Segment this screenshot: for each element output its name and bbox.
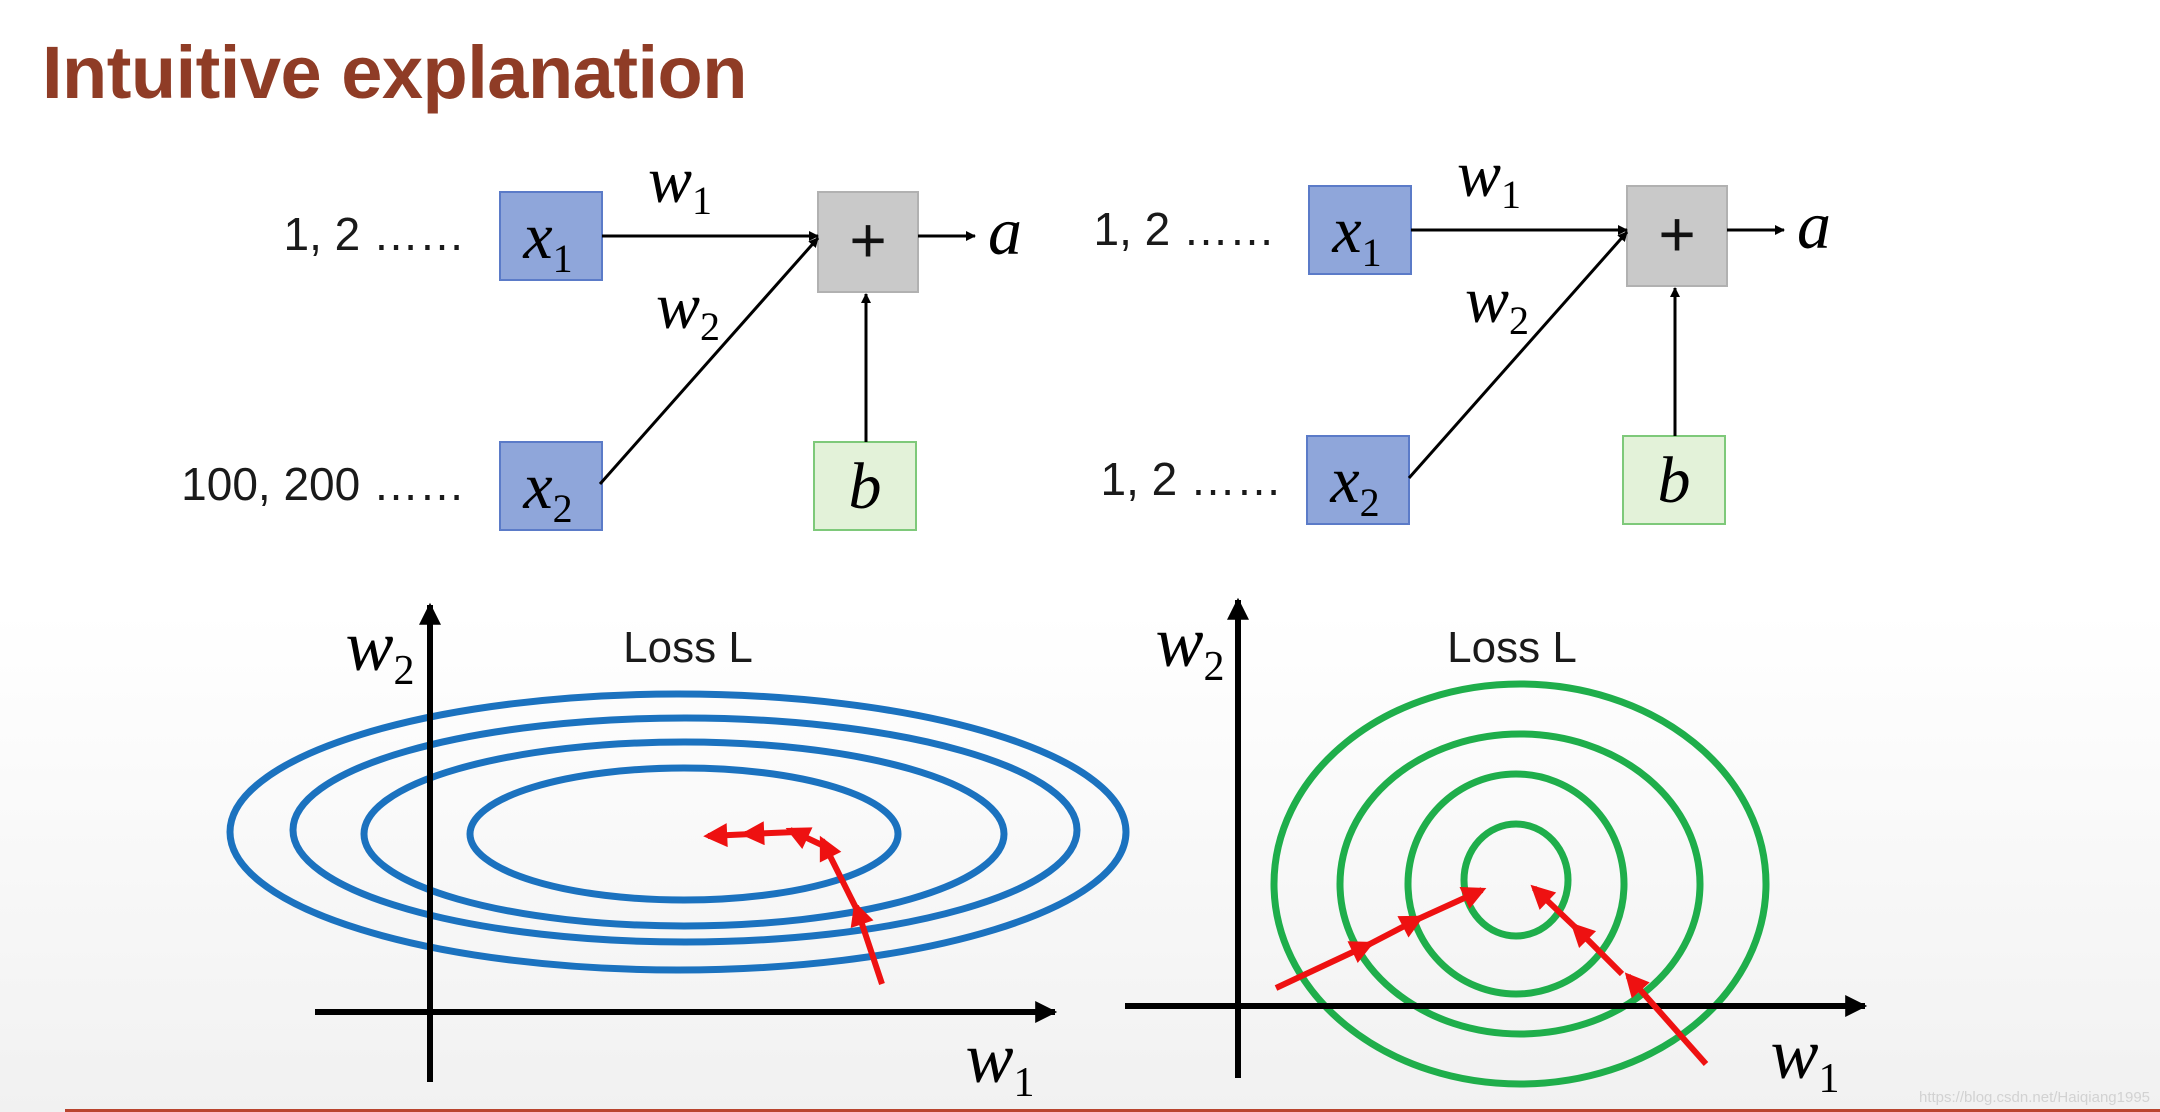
x2-symbol: x2 bbox=[1329, 444, 1379, 525]
output-label: a bbox=[988, 193, 1022, 269]
gradient-step-arrow bbox=[1414, 887, 1487, 923]
network-left: 1, 2 …… 100, 200 …… x1 x2 + b w1 w2 a bbox=[181, 144, 1022, 531]
x1-input-box bbox=[1308, 185, 1412, 275]
w1-label: w1 bbox=[648, 144, 712, 223]
x1-input-box bbox=[499, 191, 603, 281]
w1-label: w1 bbox=[1457, 138, 1521, 217]
y-axis-label: w2 bbox=[1155, 602, 1224, 690]
contour-ring bbox=[289, 714, 1081, 946]
x2-values-label: 100, 200 …… bbox=[181, 458, 465, 510]
sum-symbol: + bbox=[1658, 198, 1695, 270]
gradient-step-arrow bbox=[1570, 922, 1625, 977]
w2-label: w2 bbox=[1465, 264, 1529, 343]
slide-title: Intuitive explanation bbox=[42, 31, 747, 114]
w2-edge bbox=[1407, 231, 1629, 479]
loss-plot-title: Loss L bbox=[1447, 623, 1577, 672]
gradient-step-arrow bbox=[819, 835, 861, 914]
bias-symbol: b bbox=[849, 450, 882, 523]
bottom-rule bbox=[65, 1109, 2160, 1112]
bias-symbol: b bbox=[1658, 444, 1691, 517]
contour-ring bbox=[1336, 730, 1704, 1038]
contour-ring bbox=[1404, 770, 1628, 998]
gradient-step-arrow bbox=[1624, 972, 1709, 1066]
x1-symbol: x1 bbox=[522, 200, 572, 281]
gradient-path-left bbox=[1274, 887, 1487, 991]
gradient-step-arrow bbox=[740, 821, 797, 846]
loss-plot-title: Loss L bbox=[623, 623, 753, 672]
gradient-step-arrow bbox=[850, 901, 885, 985]
x-axis-label: w1 bbox=[1770, 1014, 1839, 1102]
gradient-step-arrow bbox=[703, 823, 753, 848]
output-label: a bbox=[1797, 187, 1831, 263]
x1-values-label: 1, 2 …… bbox=[1093, 203, 1275, 255]
network-right: 1, 2 …… 1, 2 …… x1 x2 + b w1 w2 a bbox=[1093, 138, 1831, 525]
ellipse-contours bbox=[226, 690, 1130, 974]
y-axis-label: w2 bbox=[345, 606, 414, 694]
bias-box bbox=[813, 441, 917, 531]
circle-contours bbox=[1270, 680, 1770, 1088]
x1-values-label: 1, 2 …… bbox=[283, 208, 465, 260]
contour-ring bbox=[360, 738, 1008, 930]
x2-input-box bbox=[499, 441, 603, 531]
x1-symbol: x1 bbox=[1331, 194, 1381, 275]
w2-edge bbox=[598, 237, 820, 485]
gradient-step-arrow bbox=[1364, 915, 1425, 949]
contour-ring bbox=[466, 764, 902, 904]
sum-node-box bbox=[1626, 185, 1728, 287]
watermark-url: https://blog.csdn.net/Haiqiang1995 bbox=[1919, 1089, 2150, 1106]
bias-box bbox=[1622, 435, 1726, 525]
x2-values-label: 1, 2 …… bbox=[1100, 453, 1282, 505]
w2-label: w2 bbox=[656, 270, 720, 349]
contour-ring bbox=[1460, 820, 1572, 940]
x2-input-box bbox=[1306, 435, 1410, 525]
contour-ring bbox=[226, 690, 1130, 974]
loss-plot-ellipse: Loss L w2 w1 bbox=[226, 602, 1130, 1106]
gradient-step-arrow bbox=[1274, 941, 1375, 991]
gradient-path bbox=[703, 821, 885, 985]
sum-node-box bbox=[817, 191, 919, 293]
sum-symbol: + bbox=[849, 204, 886, 276]
x2-symbol: x2 bbox=[522, 450, 572, 531]
loss-plot-circle: Loss L w2 w1 bbox=[1125, 597, 1868, 1102]
x-axis-label: w1 bbox=[965, 1018, 1034, 1106]
gradient-path-right bbox=[1530, 884, 1709, 1066]
contour-ring bbox=[1270, 680, 1770, 1088]
gradient-step-arrow bbox=[1530, 884, 1579, 931]
